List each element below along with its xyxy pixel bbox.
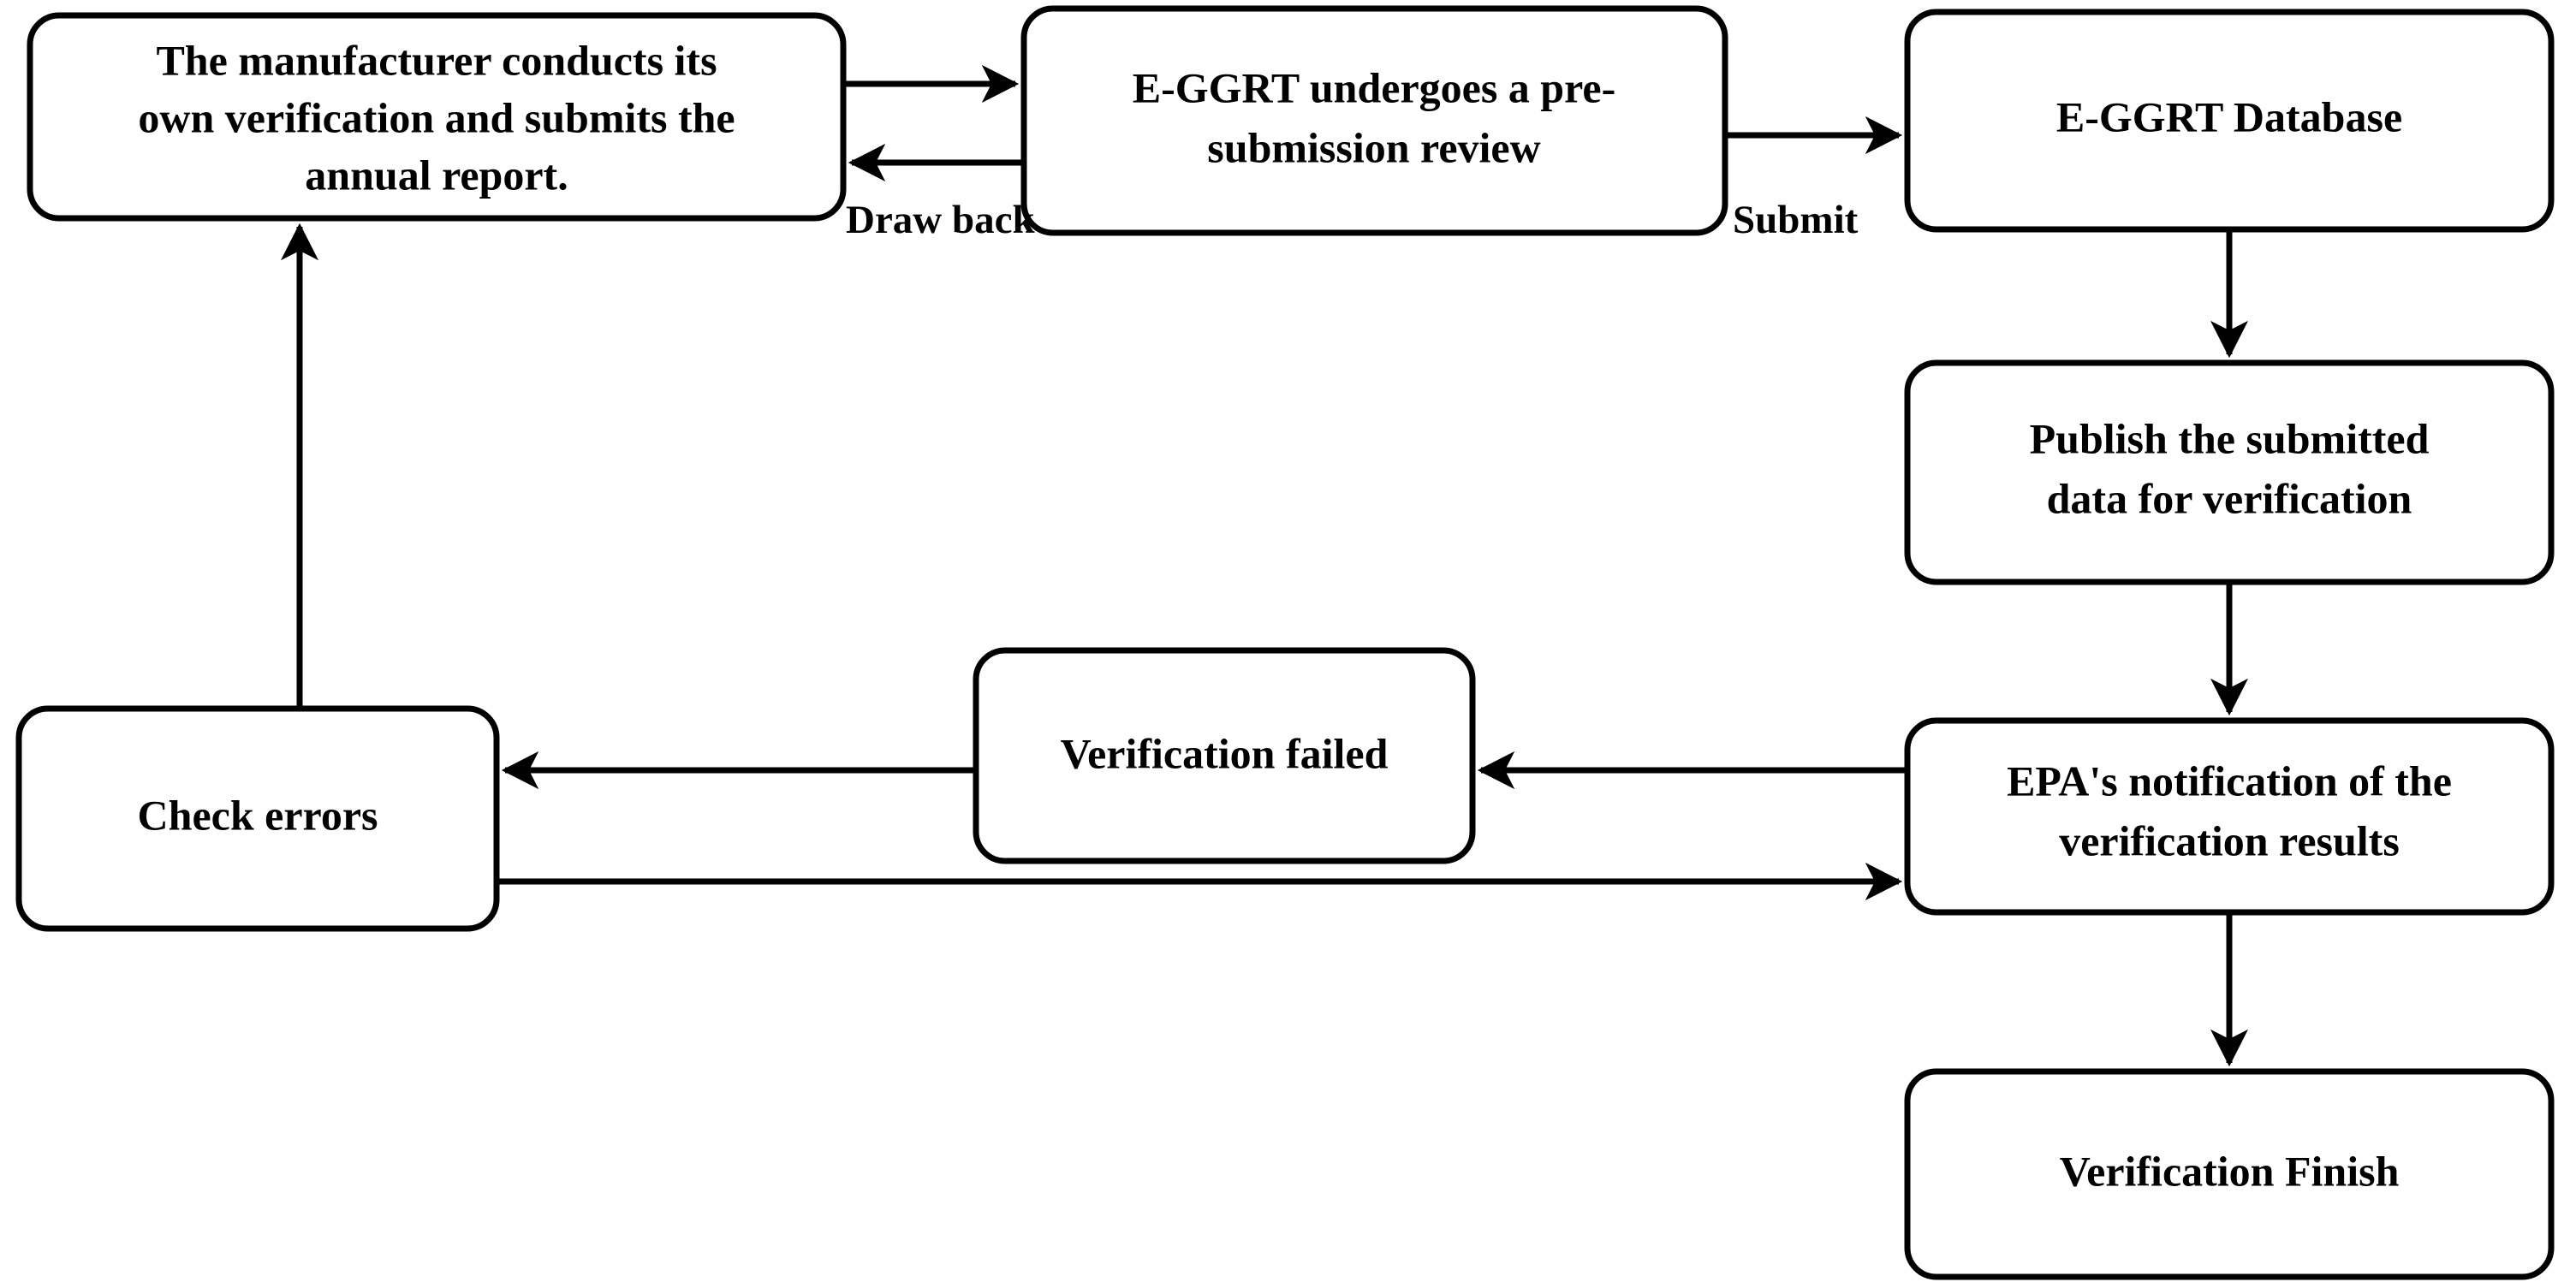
node-eggrt-database[interactable]: E-GGRT Database — [1904, 9, 2555, 233]
node-epa-notification-line-2: verification results — [2059, 816, 2400, 864]
node-epa-notification[interactable]: EPA's notification of the verification r… — [1904, 717, 2555, 916]
node-publish-data-line-1: Publish the submitted — [2030, 414, 2430, 462]
edge-label-draw-back: Draw back — [846, 198, 1035, 242]
node-manufacturer-report-line-2: own verification and submits the — [138, 93, 735, 141]
node-manufacturer-report[interactable]: The manufacturer conducts its own verifi… — [27, 12, 847, 222]
node-publish-data-line-2: data for verification — [2047, 474, 2412, 522]
node-presubmission-review[interactable]: E-GGRT undergoes a pre- submission revie… — [1020, 5, 1728, 236]
node-presubmission-review-line-2: submission review — [1207, 123, 1540, 171]
node-publish-data[interactable]: Publish the submitted data for verificat… — [1904, 359, 2555, 585]
node-epa-notification-line-1: EPA's notification of the — [2007, 757, 2452, 804]
node-eggrt-database-label: E-GGRT Database — [2056, 92, 2402, 140]
edge-label-submit: Submit — [1733, 198, 1859, 242]
node-presubmission-review-line-1: E-GGRT undergoes a pre- — [1133, 63, 1615, 111]
node-manufacturer-report-line-1: The manufacturer conducts its — [156, 36, 717, 84]
node-check-errors-label: Check errors — [138, 791, 378, 839]
node-verification-finish-label: Verification Finish — [2060, 1147, 2400, 1195]
node-verification-failed-label: Verification failed — [1061, 729, 1389, 777]
node-check-errors[interactable]: Check errors — [15, 705, 500, 932]
node-verification-finish[interactable]: Verification Finish — [1904, 1068, 2555, 1280]
node-manufacturer-report-line-3: annual report. — [305, 151, 568, 199]
node-verification-failed[interactable]: Verification failed — [973, 647, 1476, 864]
